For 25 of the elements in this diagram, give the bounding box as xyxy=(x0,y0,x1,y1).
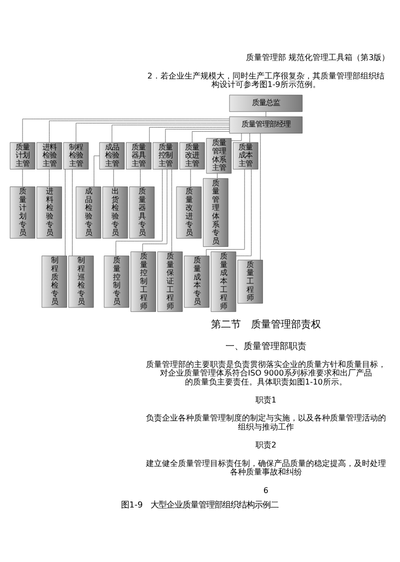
connector xyxy=(113,169,114,187)
connector xyxy=(49,169,50,187)
connector xyxy=(231,133,242,141)
connector xyxy=(260,133,261,260)
connector xyxy=(49,120,230,143)
connector xyxy=(217,173,218,179)
caption: 图1-9 大型企业质量管理部组织结构示例二 xyxy=(121,500,279,510)
connector xyxy=(112,124,230,143)
connector xyxy=(190,169,191,187)
connector xyxy=(76,122,230,143)
label: 一、质量管理部职责 xyxy=(225,340,306,352)
connector xyxy=(64,169,66,256)
connector xyxy=(236,169,252,256)
connector xyxy=(149,127,230,143)
connector xyxy=(140,169,141,187)
connector xyxy=(22,118,230,143)
connector xyxy=(72,169,73,256)
connector xyxy=(22,169,23,187)
connector xyxy=(142,169,168,252)
connector xyxy=(94,156,100,187)
label: 第二节 质量管理部责权 xyxy=(210,320,321,331)
connector xyxy=(116,169,163,256)
connector xyxy=(165,128,230,143)
connector xyxy=(192,131,230,143)
connector xyxy=(206,169,245,256)
